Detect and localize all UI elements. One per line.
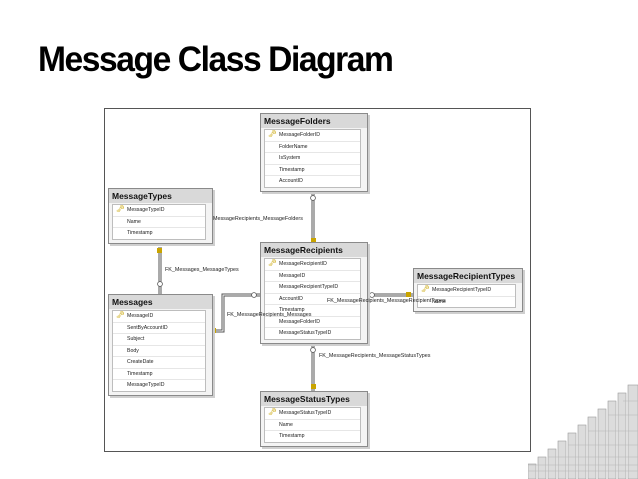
table-message-folders[interactable]: MessageFolders 🗝MessageFolderID FolderNa… bbox=[260, 113, 368, 192]
field-row[interactable]: MessageRecipientTypeID bbox=[265, 282, 360, 294]
field-row[interactable]: SentByAccountID bbox=[113, 323, 205, 334]
line-recipients-messages bbox=[211, 293, 260, 331]
field-row[interactable]: Name bbox=[432, 298, 446, 305]
field-list: 🗝MessageRecipientID MessageID MessageRec… bbox=[264, 258, 361, 340]
table-message-recipient-types[interactable]: MessageRecipientTypes 🗝MessageRecipientT… bbox=[413, 268, 523, 312]
table-message-status-types[interactable]: MessageStatusTypes 🗝MessageStatusTypeID … bbox=[260, 391, 368, 447]
connector-end-icon bbox=[369, 292, 375, 298]
field-row[interactable]: Timestamp bbox=[265, 165, 360, 176]
relationship-label: FK_Messages_MessageTypes bbox=[165, 267, 239, 273]
field-row[interactable]: MessageFolderID bbox=[265, 317, 360, 328]
relationship-label: MessageRecipients_MessageFolders bbox=[213, 216, 303, 222]
table-title: MessageRecipientTypes bbox=[414, 269, 522, 283]
connector-end-icon bbox=[310, 195, 316, 201]
relationship-label: FK_MessageRecipients_MessageRecipientTyp… bbox=[327, 298, 446, 304]
stacked-bars-decoration bbox=[528, 384, 638, 479]
key-icon: 🗝 bbox=[421, 286, 430, 293]
connector-end-icon bbox=[251, 292, 257, 298]
key-end-icon bbox=[157, 248, 162, 253]
field-row[interactable]: FolderName bbox=[265, 142, 360, 153]
connector-end-icon bbox=[157, 281, 163, 287]
table-message-recipients[interactable]: MessageRecipients 🗝MessageRecipientID Me… bbox=[260, 242, 368, 344]
key-icon: 🗝 bbox=[268, 131, 277, 138]
key-icon: 🗝 bbox=[116, 206, 125, 213]
key-end-icon bbox=[311, 238, 316, 243]
table-title: MessageStatusTypes bbox=[261, 392, 367, 406]
key-end-icon bbox=[406, 292, 411, 297]
key-end-icon bbox=[311, 384, 316, 389]
table-title: MessageRecipients bbox=[261, 243, 367, 257]
key-icon: 🗝 bbox=[268, 260, 277, 267]
table-messages[interactable]: Messages 🗝MessageID SentByAccountID Subj… bbox=[108, 294, 213, 396]
field-row[interactable]: IsSystem bbox=[265, 153, 360, 165]
field-row[interactable]: 🗝MessageFolderID bbox=[265, 130, 360, 142]
field-row[interactable]: Timestamp bbox=[279, 433, 305, 439]
field-list: 🗝MessageRecipientTypeID Name bbox=[417, 284, 516, 308]
field-row[interactable]: AccountID bbox=[265, 294, 360, 305]
field-row[interactable]: Body bbox=[113, 346, 205, 357]
field-list: 🗝MessageStatusTypeID Name Timestamp bbox=[264, 407, 361, 443]
table-title: MessageTypes bbox=[109, 189, 212, 203]
field-row[interactable]: Subject bbox=[113, 334, 205, 346]
key-icon: 🗝 bbox=[268, 409, 277, 416]
relationship-label: FK_MessageRecipients_MessageStatusTypes bbox=[319, 353, 431, 359]
field-list: 🗝MessageID SentByAccountID Subject Body … bbox=[112, 310, 206, 392]
table-title: MessageFolders bbox=[261, 114, 367, 128]
field-row[interactable]: MessageStatusTypeID bbox=[279, 330, 332, 336]
key-icon: 🗝 bbox=[116, 312, 125, 319]
field-row[interactable]: 🗝MessageTypeID bbox=[113, 205, 205, 217]
field-row[interactable]: MessageID bbox=[265, 271, 360, 282]
field-row[interactable]: 🗝MessageID bbox=[113, 311, 205, 323]
field-row[interactable]: Name bbox=[113, 217, 205, 228]
field-row[interactable]: 🗝MessageRecipientID bbox=[265, 259, 360, 271]
field-row[interactable]: MessageTypeID bbox=[127, 382, 165, 388]
relationship-label: FK_MessageRecipients_Messages bbox=[227, 312, 312, 318]
page-title: Message Class Diagram bbox=[38, 40, 394, 79]
field-row[interactable]: 🗝MessageRecipientTypeID bbox=[418, 285, 515, 297]
connector-end-icon bbox=[310, 347, 316, 353]
field-row[interactable]: Timestamp bbox=[265, 305, 360, 317]
field-list: 🗝MessageFolderID FolderName IsSystem Tim… bbox=[264, 129, 361, 188]
key-end-icon bbox=[211, 328, 216, 333]
table-message-types[interactable]: MessageTypes 🗝MessageTypeID Name Timesta… bbox=[108, 188, 213, 244]
field-row[interactable]: AccountID bbox=[279, 178, 303, 184]
field-row[interactable]: Name bbox=[265, 420, 360, 431]
field-row[interactable]: Timestamp bbox=[127, 230, 153, 236]
table-title: Messages bbox=[109, 295, 212, 309]
field-list: 🗝MessageTypeID Name Timestamp bbox=[112, 204, 206, 240]
field-row[interactable]: Timestamp bbox=[113, 369, 205, 380]
field-row[interactable]: CreateDate bbox=[113, 357, 205, 369]
field-row[interactable]: 🗝MessageStatusTypeID bbox=[265, 408, 360, 420]
